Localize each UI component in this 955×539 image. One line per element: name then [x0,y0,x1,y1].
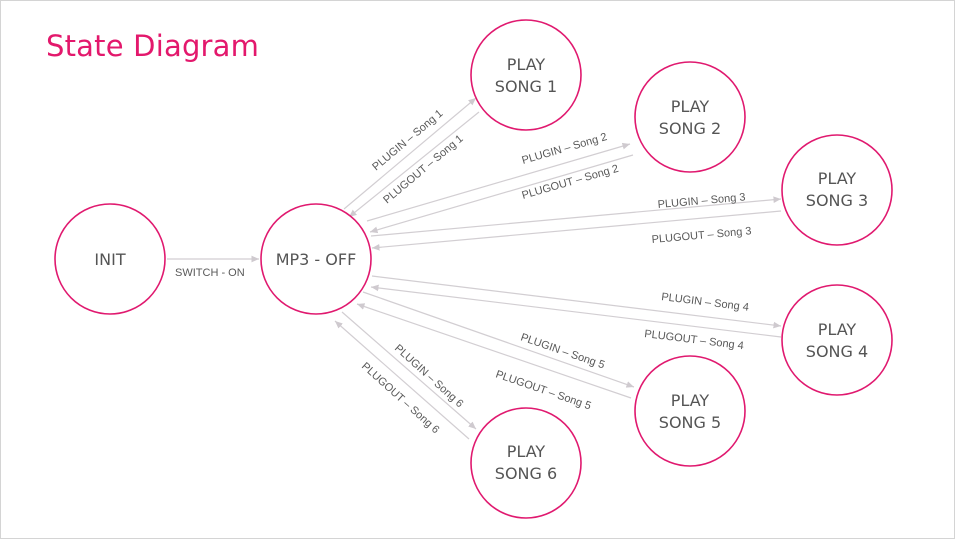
state-play-song5: PLAY SONG 5 [634,355,746,467]
label-plugout-song5: PLUGOUT – Song 5 [494,368,593,412]
state-play-song5-line1: PLAY [671,391,710,410]
state-play-song6-line2: SONG 6 [495,464,557,483]
label-plugin-song2: PLUGIN – Song 2 [521,131,609,167]
state-play-song2-line1: PLAY [671,97,710,116]
label-plugin-song4: PLUGIN – Song 4 [661,291,750,314]
edge-plugout-song3 [371,210,782,251]
state-play-song6-line1: PLAY [507,442,546,461]
edge-plugout-song4 [370,284,782,338]
diagram-title: State Diagram [46,29,260,63]
state-play-song4-line2: SONG 4 [806,342,868,361]
state-mp3-off: MP3 - OFF [260,203,372,315]
edge-plugin-song5 [362,291,635,388]
edge-plugout-song6 [334,320,470,440]
label-plugout-song2: PLUGOUT – Song 2 [521,163,621,202]
state-play-song3-line2: SONG 3 [806,191,868,210]
state-play-song1-line1: PLAY [507,55,546,74]
label-switch-on: SWITCH - ON [175,267,245,279]
state-play-song1: PLAY SONG 1 [470,19,582,131]
label-plugout-song4: PLUGOUT – Song 4 [644,328,745,352]
edge-plugin-song6 [341,311,477,430]
state-init-label: INIT [94,250,125,269]
state-play-song3: PLAY SONG 3 [781,134,893,246]
state-play-song1-line2: SONG 1 [495,77,557,96]
state-mp3-off-label: MP3 - OFF [276,250,357,269]
state-play-song6: PLAY SONG 6 [470,407,582,519]
state-play-song5-line2: SONG 5 [659,413,721,432]
edge-plugin-song2 [366,142,631,222]
state-play-song3-line1: PLAY [818,169,857,188]
edge-plugout-song2 [369,154,634,234]
edge-plugin-song1 [343,97,477,210]
edge-plugout-song5 [356,303,632,399]
label-plugout-song3: PLUGOUT – Song 3 [651,225,752,246]
state-play-song2-line2: SONG 2 [659,119,721,138]
edge-plugin-song3 [370,196,782,237]
edge-plugout-song1 [348,111,480,218]
transitions [167,97,782,440]
state-play-song4: PLAY SONG 4 [781,284,893,396]
state-play-song2: PLAY SONG 2 [634,61,746,173]
state-play-song4-line1: PLAY [818,320,857,339]
edge-plugin-song4 [371,275,782,329]
label-plugin-song3: PLUGIN – Song 3 [657,191,746,211]
state-init: INIT [54,203,166,315]
